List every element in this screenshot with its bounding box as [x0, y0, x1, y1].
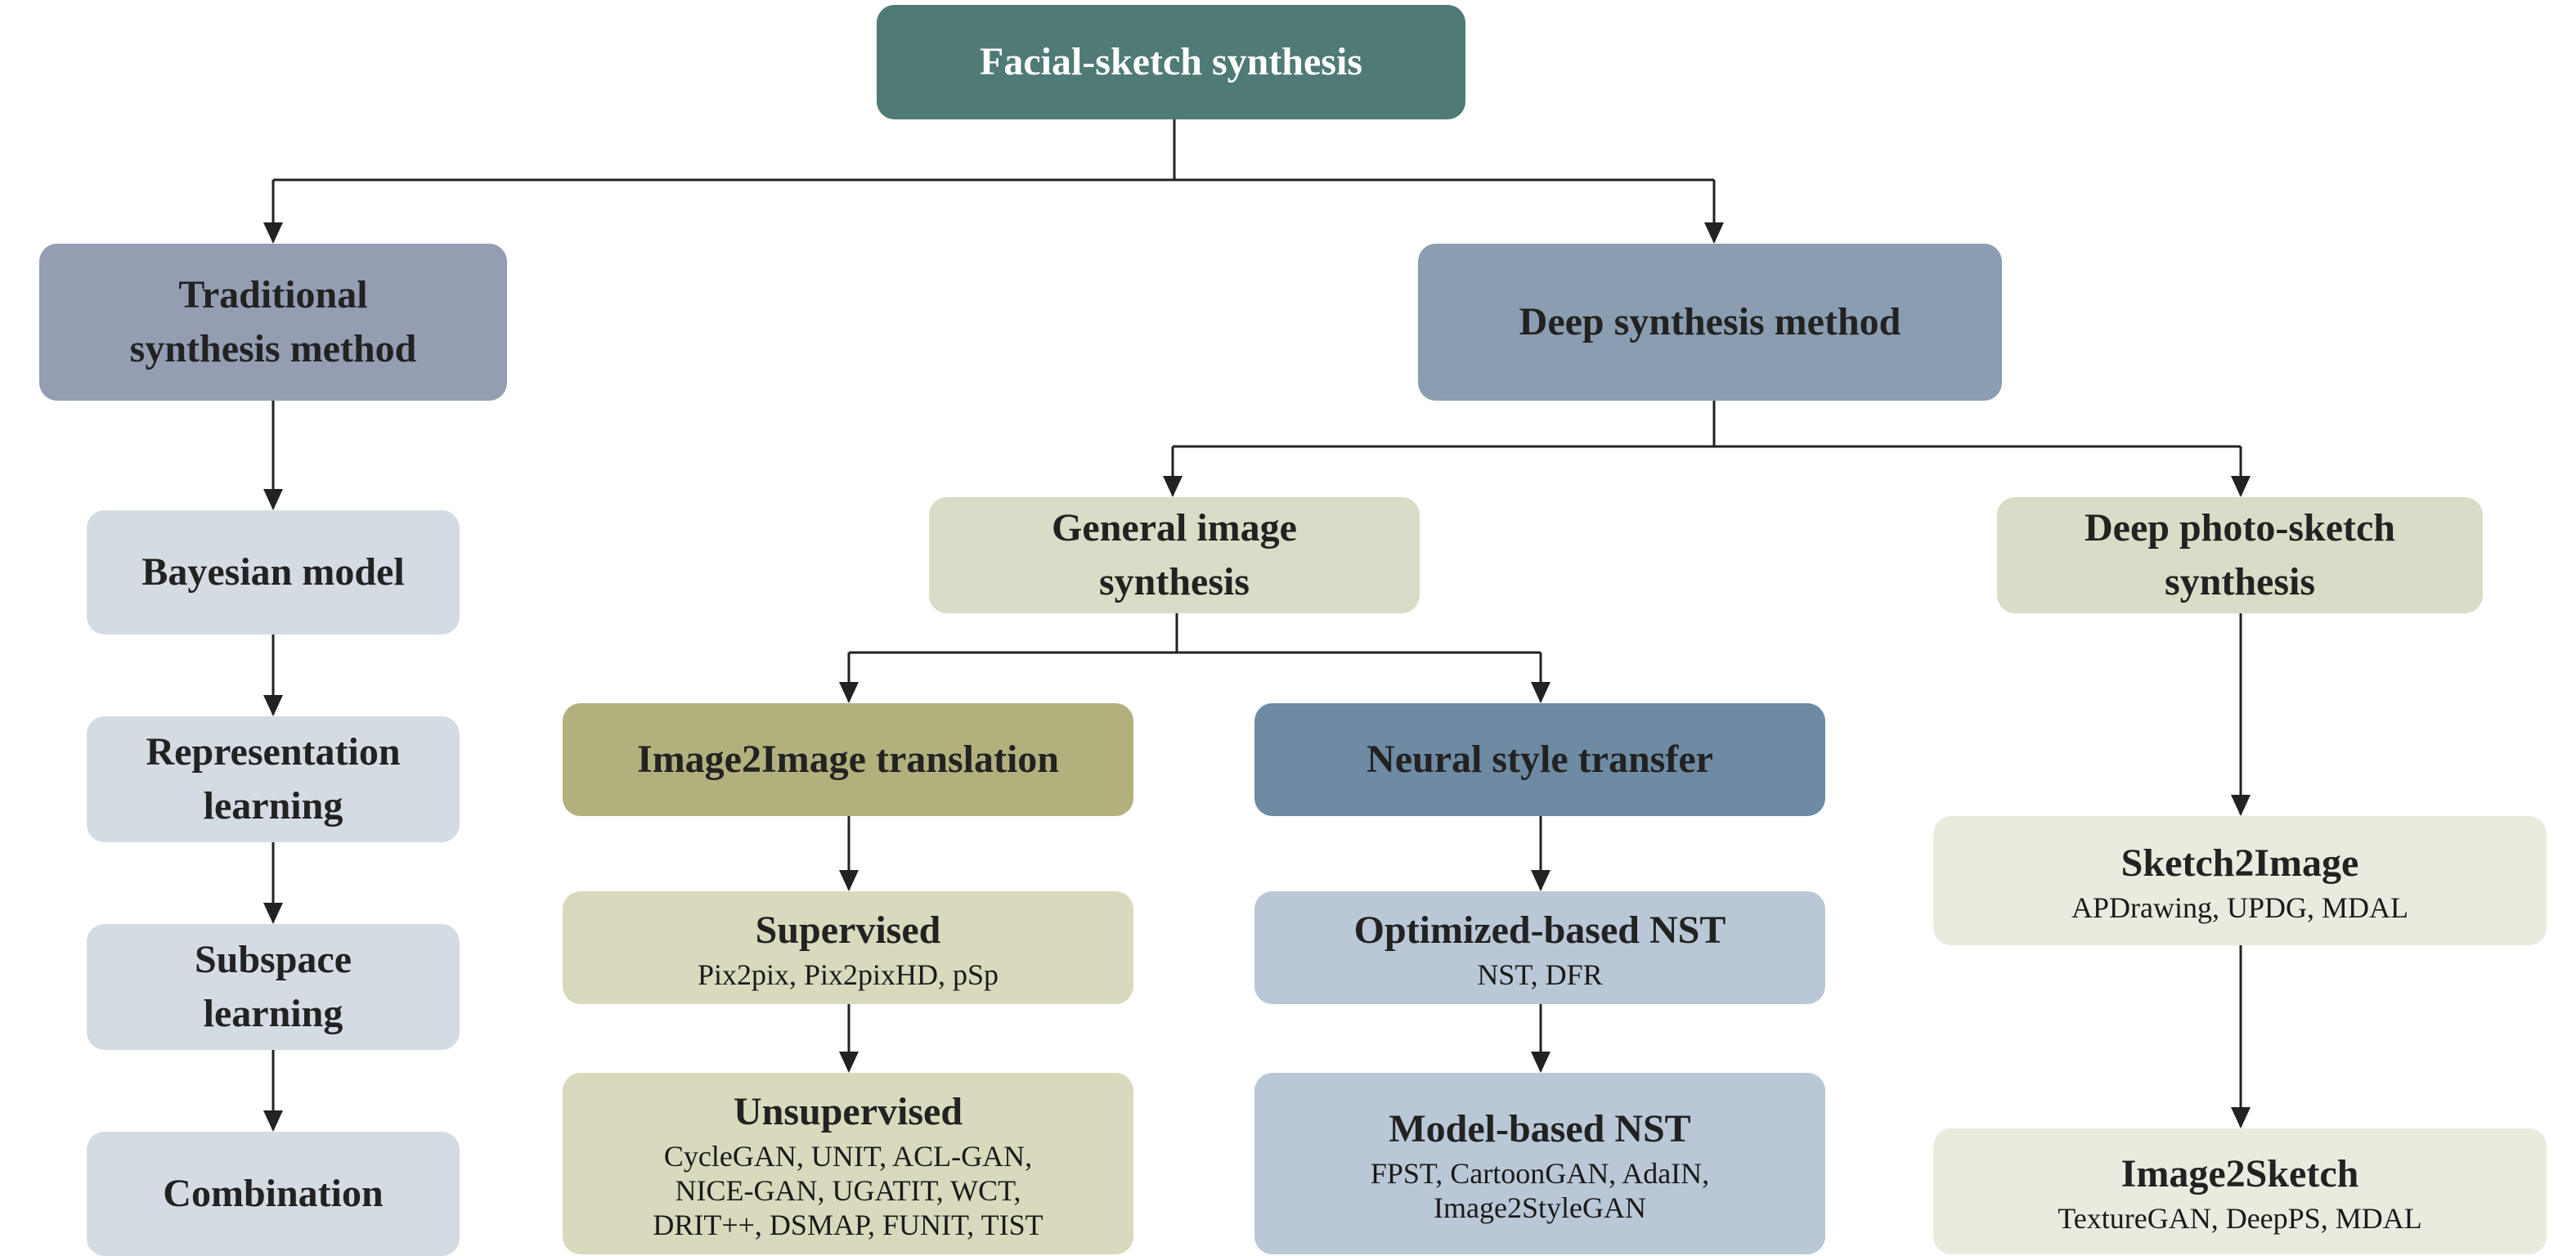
model-nst-title: Model-based NST [1389, 1107, 1691, 1151]
root-node: Facial-sketch synthesis [877, 5, 1465, 119]
optimized-nst-node: Optimized-based NST NST, DFR [1254, 891, 1825, 1004]
combination-title: Combination [163, 1172, 384, 1215]
general-connector-bus [849, 613, 1541, 654]
deep-photo-sketch-title: Deep photo-sketch synthesis [2085, 506, 2395, 603]
arrowhead-traditional [263, 222, 283, 244]
arrowhead-model [1531, 1052, 1551, 1073]
image2sketch-node: Image2Sketch TextureGAN, DeepPS, MDAL [1933, 1128, 2547, 1254]
representation-learning-node: Representation learning [87, 716, 460, 842]
deep-photo-sketch-node: Deep photo-sketch synthesis [1997, 497, 2483, 613]
general-image-synthesis-title: General image synthesis [1052, 506, 1297, 603]
unsupervised-node: Unsupervised CycleGAN, UNIT, ACL-GAN, NI… [563, 1073, 1133, 1254]
general-image-synthesis-node: General image synthesis [929, 497, 1420, 613]
root-connector-bus [273, 119, 1714, 182]
arrowhead-deep [1704, 222, 1724, 244]
image2sketch-title: Image2Sketch [2120, 1152, 2359, 1195]
traditional-method-title: Traditional synthesis method [129, 273, 417, 370]
model-nst-node: Model-based NST FPST, CartoonGAN, AdaIN,… [1254, 1073, 1825, 1254]
arrowhead-sketch2image [2231, 795, 2251, 816]
arrowhead-combination [263, 1110, 283, 1132]
arrow-tips [263, 222, 2251, 1132]
deep-connector-bus [1173, 401, 2241, 448]
arrowhead-representation [263, 695, 283, 716]
arrowhead-optimized [1531, 870, 1551, 891]
arrowhead-photo-sketch [2231, 476, 2251, 497]
sketch2image-title: Sketch2Image [2120, 841, 2359, 885]
traditional-method-node: Traditional synthesis method [39, 244, 507, 401]
neural-style-transfer-title: Neural style transfer [1367, 738, 1713, 781]
image2sketch-methods: TextureGAN, DeepPS, MDAL [2058, 1202, 2422, 1235]
combination-node: Combination [87, 1132, 460, 1256]
deep-method-node: Deep synthesis method [1418, 244, 2002, 401]
sketch2image-methods: APDrawing, UPDG, MDAL [2071, 891, 2408, 924]
bayesian-model-node: Bayesian model [87, 510, 460, 635]
supervised-node: Supervised Pix2pix, Pix2pixHD, pSp [563, 891, 1133, 1004]
supervised-title: Supervised [755, 908, 941, 952]
subspace-learning-title: Subspace learning [194, 938, 352, 1035]
bayesian-model-title: Bayesian model [141, 550, 405, 594]
representation-learning-title: Representation learning [146, 730, 401, 828]
subspace-learning-node: Subspace learning [87, 924, 460, 1050]
arrowhead-supervised [839, 870, 859, 891]
arrowhead-image2image [839, 682, 859, 703]
supervised-methods: Pix2pix, Pix2pixHD, pSp [697, 958, 999, 991]
arrowhead-subspace [263, 903, 283, 924]
neural-style-transfer-node: Neural style transfer [1254, 703, 1825, 816]
arrowhead-general [1163, 476, 1183, 497]
image2image-translation-title: Image2Image translation [637, 738, 1059, 781]
sketch2image-node: Sketch2Image APDrawing, UPDG, MDAL [1933, 816, 2547, 945]
image2image-translation-node: Image2Image translation [563, 703, 1133, 816]
optimized-nst-title: Optimized-based NST [1353, 908, 1726, 952]
arrowhead-unsupervised [839, 1052, 859, 1073]
model-nst-methods: FPST, CartoonGAN, AdaIN, Image2StyleGAN [1370, 1157, 1710, 1224]
unsupervised-title: Unsupervised [733, 1090, 963, 1133]
arrowhead-image2sketch [2231, 1107, 2251, 1128]
arrowhead-bayesian [263, 489, 283, 510]
unsupervised-methods: CycleGAN, UNIT, ACL-GAN, NICE-GAN, UGATI… [653, 1140, 1043, 1241]
root-title: Facial-sketch synthesis [980, 40, 1362, 83]
deep-method-title: Deep synthesis method [1519, 300, 1901, 343]
arrowhead-nst [1531, 682, 1551, 703]
optimized-nst-methods: NST, DFR [1477, 958, 1603, 991]
